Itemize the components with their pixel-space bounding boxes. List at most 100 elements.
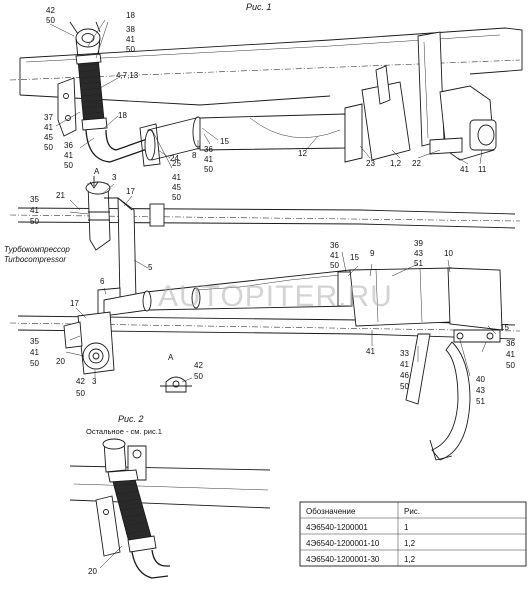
view-a-label: A (168, 353, 174, 362)
view-a-label: A (94, 167, 100, 176)
callout-50: 50 (330, 261, 339, 270)
callout-46: 46 (400, 371, 409, 380)
elbow-pipe-upper (85, 129, 151, 163)
callout-39: 39 (414, 239, 423, 248)
callout-12: 12 (298, 149, 307, 158)
callout-41: 41 (204, 155, 213, 164)
callout-50: 50 (204, 165, 213, 174)
callout-11: 11 (478, 165, 487, 174)
figure1-side-view: Рис. 1 (9, 2, 523, 169)
table-cell: 4Э6540-1200001-30 (306, 555, 380, 564)
callout-21: 21 (56, 191, 65, 200)
callout-41: 41 (330, 251, 339, 260)
table-header-figure: Рис. (404, 507, 420, 516)
intermediate-pipe-fig1 (139, 116, 204, 167)
callout-36: 36 (64, 141, 73, 150)
figure1-caption: Рис. 1 (246, 2, 272, 12)
callout-22: 22 (412, 159, 421, 168)
pipe-5 (117, 197, 137, 301)
callout-41: 41 (366, 347, 375, 356)
table-cell: 1,2 (404, 555, 416, 564)
callout-45: 45 (172, 183, 181, 192)
callout-18: 18 (126, 11, 135, 20)
callout-41: 41 (400, 360, 409, 369)
table-cell: 4Э6540-1200001-10 (306, 539, 380, 548)
watermark: AUTOPITER.RU (158, 280, 393, 313)
turbo-pipe-plan (85, 181, 111, 251)
callout-37: 37 (44, 113, 53, 122)
bracket-left (57, 77, 77, 137)
callout-5: 5 (148, 263, 153, 272)
callout-50: 50 (126, 45, 135, 54)
tailpipe (431, 341, 471, 461)
figure1-plan-view (9, 176, 521, 461)
callout-50: 50 (30, 359, 39, 368)
callout-15: 15 (500, 323, 509, 332)
muffler-plan (349, 267, 503, 343)
callout-36: 36 (330, 241, 339, 250)
callout-45: 45 (44, 133, 53, 142)
turbo-assembly-plan (63, 311, 115, 375)
callout-50: 50 (506, 361, 515, 370)
callout-50: 50 (46, 16, 55, 25)
table-text: Обозначение Рис. 4Э6540-1200001 1 4Э6540… (306, 507, 420, 564)
callout-3: 3 (92, 377, 97, 386)
callout-18: 18 (118, 111, 127, 120)
callout-9: 9 (370, 249, 375, 258)
elbow-pipe-lower (105, 129, 151, 151)
callout-41: 41 (172, 173, 181, 182)
callout-50: 50 (76, 389, 85, 398)
callout-42: 42 (46, 6, 55, 15)
callout-43: 43 (476, 386, 485, 395)
callout-33: 33 (400, 349, 409, 358)
callout-24: 24 (170, 154, 179, 163)
muffler-fig1 (344, 31, 497, 163)
turbo-label-en: Turbocompressor (4, 255, 66, 264)
callout-labels: 42 50 18 38 41 50 4,7,13 37 41 45 50 18 … (4, 6, 515, 576)
callout-6: 6 (100, 277, 105, 286)
callout-41: 41 (506, 350, 515, 359)
callout-4-7-13: 4,7,13 (116, 71, 139, 80)
callout-10: 10 (444, 249, 453, 258)
table-cell: 1 (404, 523, 409, 532)
frame-flange-line (25, 34, 501, 63)
callout-25: 25 (172, 159, 181, 168)
callout-42: 42 (76, 377, 85, 386)
callout-1-2: 1,2 (390, 159, 402, 168)
callout-51: 51 (476, 397, 485, 406)
callout-8: 8 (192, 151, 197, 160)
callout-50: 50 (30, 217, 39, 226)
callout-23: 23 (366, 159, 375, 168)
frame-top-edge (19, 27, 523, 75)
callout-35: 35 (30, 195, 39, 204)
bracket-33 (405, 333, 431, 405)
table-cell: 1,2 (404, 539, 416, 548)
callout-50: 50 (44, 143, 53, 152)
turbo-outlet-top (69, 21, 101, 59)
callout-50: 50 (64, 161, 73, 170)
callout-15: 15 (220, 137, 229, 146)
callout-51: 51 (414, 259, 423, 268)
figure2-caption: Рис. 2 (118, 414, 144, 424)
callout-38: 38 (126, 25, 135, 34)
flexible-hose-fig2 (107, 469, 157, 553)
callout-15: 15 (350, 253, 359, 262)
callout-35: 35 (30, 337, 39, 346)
callout-20: 20 (88, 567, 97, 576)
callout-3: 3 (112, 173, 117, 182)
turbo-label-ru: Турбокомпрессор (4, 245, 70, 254)
callout-50: 50 (172, 193, 181, 202)
callout-leaders-fig1 (49, 19, 483, 169)
view-a-detail (160, 376, 192, 393)
callout-50: 50 (194, 372, 203, 381)
figure2-note: Остальное - см. рис.1 (86, 427, 162, 436)
callout-41: 41 (44, 123, 53, 132)
callout-42: 42 (194, 361, 203, 370)
designation-table (299, 501, 527, 567)
table-header-designation: Обозначение (306, 507, 356, 516)
callout-43: 43 (414, 249, 423, 258)
callout-40: 40 (476, 375, 485, 384)
callout-50: 50 (400, 382, 409, 391)
callout-36: 36 (506, 339, 515, 348)
